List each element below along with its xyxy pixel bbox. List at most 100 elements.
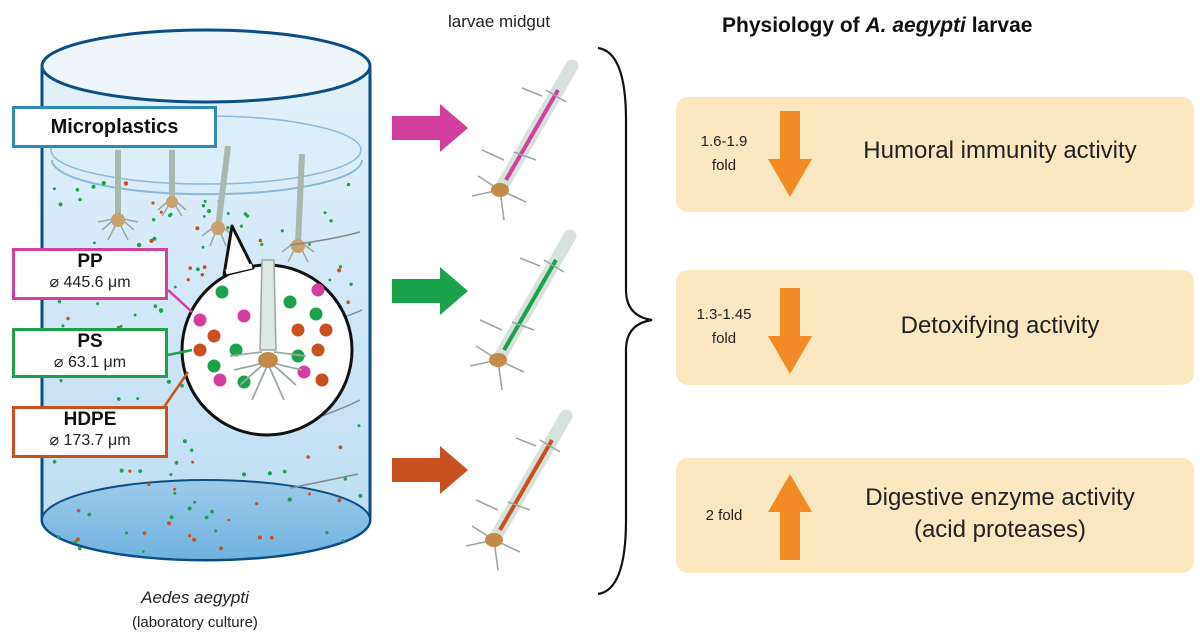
particle-dot <box>215 285 229 299</box>
particle-dot <box>200 273 204 277</box>
particle-dot <box>142 531 147 535</box>
page-title: Physiology of A. aegypti larvae <box>722 14 1032 38</box>
title-suffix: larvae <box>965 14 1033 37</box>
particle-dot <box>341 539 345 543</box>
particle-dot <box>56 535 61 539</box>
particle-dot <box>52 460 57 464</box>
particle-dot <box>136 242 142 248</box>
fold-change: 2 fold <box>684 504 764 528</box>
particle-dot <box>226 226 230 230</box>
particle-size: ⌀ 445.6 μm <box>49 274 131 291</box>
particle-dot <box>207 359 221 373</box>
particle-dot <box>204 515 209 520</box>
activity-line-2: (acid proteases) <box>913 516 1087 543</box>
larva <box>201 145 235 247</box>
decrease-arrow-icon <box>768 111 812 197</box>
particle-dot <box>59 379 63 383</box>
midgut-larvae <box>465 59 579 571</box>
particle-dot <box>57 300 62 304</box>
particle-dot <box>87 512 92 517</box>
particle-dot <box>91 184 96 189</box>
particle-dot <box>255 502 259 506</box>
particle-dot <box>193 313 207 327</box>
particle-dot <box>77 509 81 513</box>
midgut-larva <box>465 409 573 571</box>
particle-dot <box>186 278 190 282</box>
particle-dot <box>149 238 154 243</box>
particle-dot <box>124 531 129 535</box>
activity-label: Digestive enzyme activity (acid protease… <box>814 482 1186 546</box>
zoom-particles <box>193 283 333 389</box>
particle-dot <box>187 506 192 511</box>
particle-dot <box>151 201 155 205</box>
particle-dot <box>287 497 292 502</box>
fold-line-2: fold <box>711 330 737 347</box>
midgut-label: larvae midgut <box>448 12 551 31</box>
particle-dot <box>210 509 215 514</box>
particle-dot <box>159 210 163 214</box>
larva <box>157 150 187 217</box>
particle-dot <box>214 529 218 533</box>
particle-dot <box>311 283 325 297</box>
particle-dot <box>116 397 121 401</box>
particle-dot <box>346 182 351 187</box>
particle-dot <box>193 343 207 357</box>
particle-dot <box>133 313 137 317</box>
particle-dot <box>52 187 56 191</box>
particle-dot <box>291 323 305 337</box>
particle-dot <box>311 343 325 357</box>
particle-dot <box>260 242 264 246</box>
particle-dot <box>226 212 230 215</box>
effect-box-humoral-immunity: 1.6-1.9 fold Humoral immunity activity <box>676 97 1194 212</box>
particle-dot <box>96 302 100 306</box>
particle-dot <box>291 349 305 363</box>
particle-dot <box>61 324 65 328</box>
effect-box-digestive-enzyme: 2 fold Digestive enzyme activity (acid p… <box>676 458 1194 573</box>
microplastics-label: Microplastics <box>12 106 217 148</box>
fold-line-1: 1.3-1.45 <box>696 306 752 323</box>
particle-dot <box>123 181 129 186</box>
particle-dot <box>169 473 173 477</box>
larva <box>281 153 315 263</box>
particle-dot <box>245 214 250 218</box>
particle-dot <box>153 304 158 309</box>
particle-dot <box>219 546 223 551</box>
activity-line-1: Humoral immunity activity <box>863 137 1137 164</box>
particle-dot <box>75 537 80 542</box>
fold-line-1: 1.6-1.9 <box>700 133 748 150</box>
microplastics-label-text: Microplastics <box>50 116 179 138</box>
exposure-arrows <box>392 104 468 494</box>
particle-dot <box>193 500 197 504</box>
particle-dot <box>323 211 327 215</box>
particle-dot <box>66 316 70 321</box>
particle-dot <box>338 265 343 269</box>
particle-name: PP <box>77 251 103 272</box>
fold-change: 1.3-1.45 fold <box>684 303 764 351</box>
particle-dot <box>280 229 284 233</box>
particle-dot <box>167 521 172 526</box>
particle-dot <box>337 268 342 273</box>
particle-dot <box>201 204 206 208</box>
title-species: A. aegypti <box>865 14 966 37</box>
particle-dot <box>119 468 124 473</box>
fold-line-2: fold <box>711 157 737 174</box>
activity-line-1: Digestive enzyme activity <box>865 484 1135 511</box>
exposure-arrow <box>392 446 468 494</box>
particle-dot <box>309 307 323 321</box>
particle-dot <box>188 534 192 538</box>
particle-dot <box>269 535 274 540</box>
particle-dot <box>308 492 311 496</box>
ps-label: PS ⌀ 63.1 μm <box>12 328 168 378</box>
particle-dot <box>166 379 171 384</box>
particle-dot <box>319 323 333 337</box>
increase-arrow-icon <box>768 474 812 560</box>
particle-dot <box>229 343 243 357</box>
particle-dot <box>297 365 311 379</box>
particle-dot <box>258 238 263 243</box>
midgut-larva <box>471 59 579 221</box>
fold-line-1: 2 fold <box>705 507 743 524</box>
particle-dot <box>207 329 221 343</box>
particle-dot <box>182 439 187 444</box>
effect-box-detoxifying: 1.3-1.45 fold Detoxifying activity <box>676 270 1194 385</box>
